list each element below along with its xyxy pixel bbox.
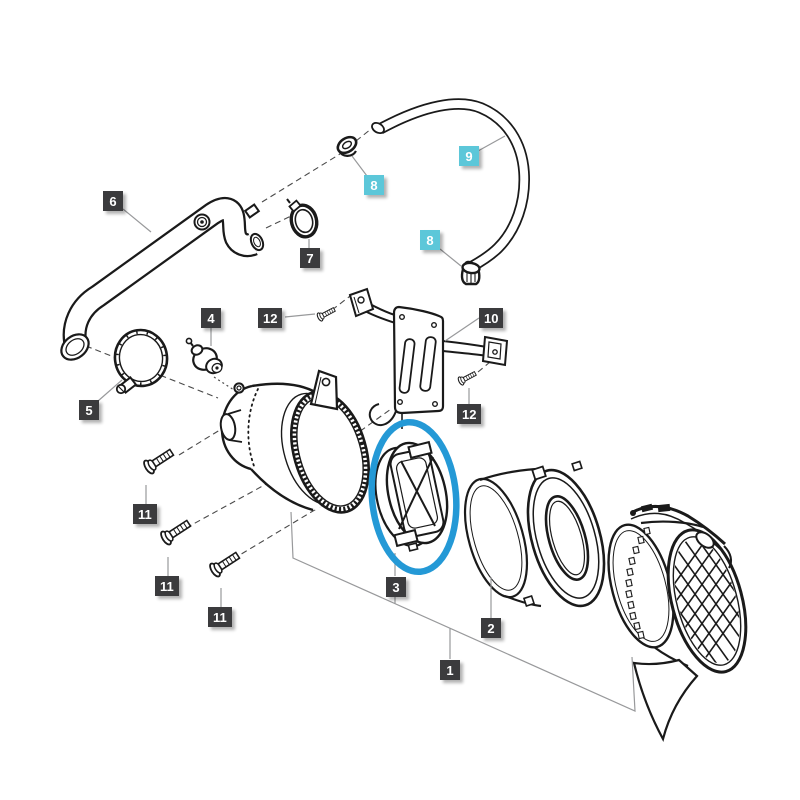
grommet-part-8-lower — [460, 261, 481, 286]
breather-hose-part-9 — [371, 98, 530, 273]
filter-dust-scoop — [632, 658, 699, 742]
part-label-9[interactable]: 9 — [459, 146, 479, 166]
air-cleaner-housing-body — [219, 369, 370, 514]
filter-strap — [630, 503, 733, 569]
part-label-3[interactable]: 3 — [386, 577, 406, 597]
hose-port-fitting — [193, 213, 211, 231]
hose-clamp-part-5 — [113, 328, 169, 395]
intake-hose-part-6 — [60, 197, 265, 361]
filter-seam-rivets — [625, 526, 651, 640]
bolt-part-11-middle — [158, 516, 194, 547]
part-label-7[interactable]: 7 — [300, 248, 320, 268]
bolt-part-11-bottom — [207, 548, 243, 579]
part-label-5[interactable]: 5 — [79, 400, 99, 420]
part-label-12-left[interactable]: 12 — [258, 308, 283, 328]
bolt-part-12-right — [456, 368, 478, 387]
part-label-11-top[interactable]: 11 — [133, 504, 157, 524]
part-label-10[interactable]: 10 — [479, 308, 504, 328]
part-label-8-lower[interactable]: 8 — [420, 230, 440, 250]
outer-filter-element — [607, 503, 752, 742]
part-label-11-bottom[interactable]: 11 — [208, 607, 232, 627]
part-label-6[interactable]: 6 — [103, 191, 123, 211]
sensor-part-4 — [185, 337, 223, 375]
part-label-1[interactable]: 1 — [440, 660, 460, 680]
grommet-part-8-upper — [336, 135, 358, 157]
bolt-part-11-top — [141, 445, 177, 476]
inner-filter-part-2 — [463, 460, 606, 608]
part-label-11-middle[interactable]: 11 — [155, 576, 179, 596]
end-cover-part-3 — [374, 440, 449, 552]
part-label-12-right[interactable]: 12 — [457, 404, 482, 424]
bolt-part-12-left — [315, 304, 337, 323]
mounting-bracket-part-10 — [348, 287, 509, 429]
part-label-4[interactable]: 4 — [201, 308, 221, 328]
part-label-2[interactable]: 2 — [481, 618, 501, 638]
hose-clamp-part-7 — [286, 198, 319, 239]
leader-lines — [97, 135, 636, 712]
highlight-ellipse — [368, 418, 460, 576]
part-label-8-upper[interactable]: 8 — [364, 175, 384, 195]
